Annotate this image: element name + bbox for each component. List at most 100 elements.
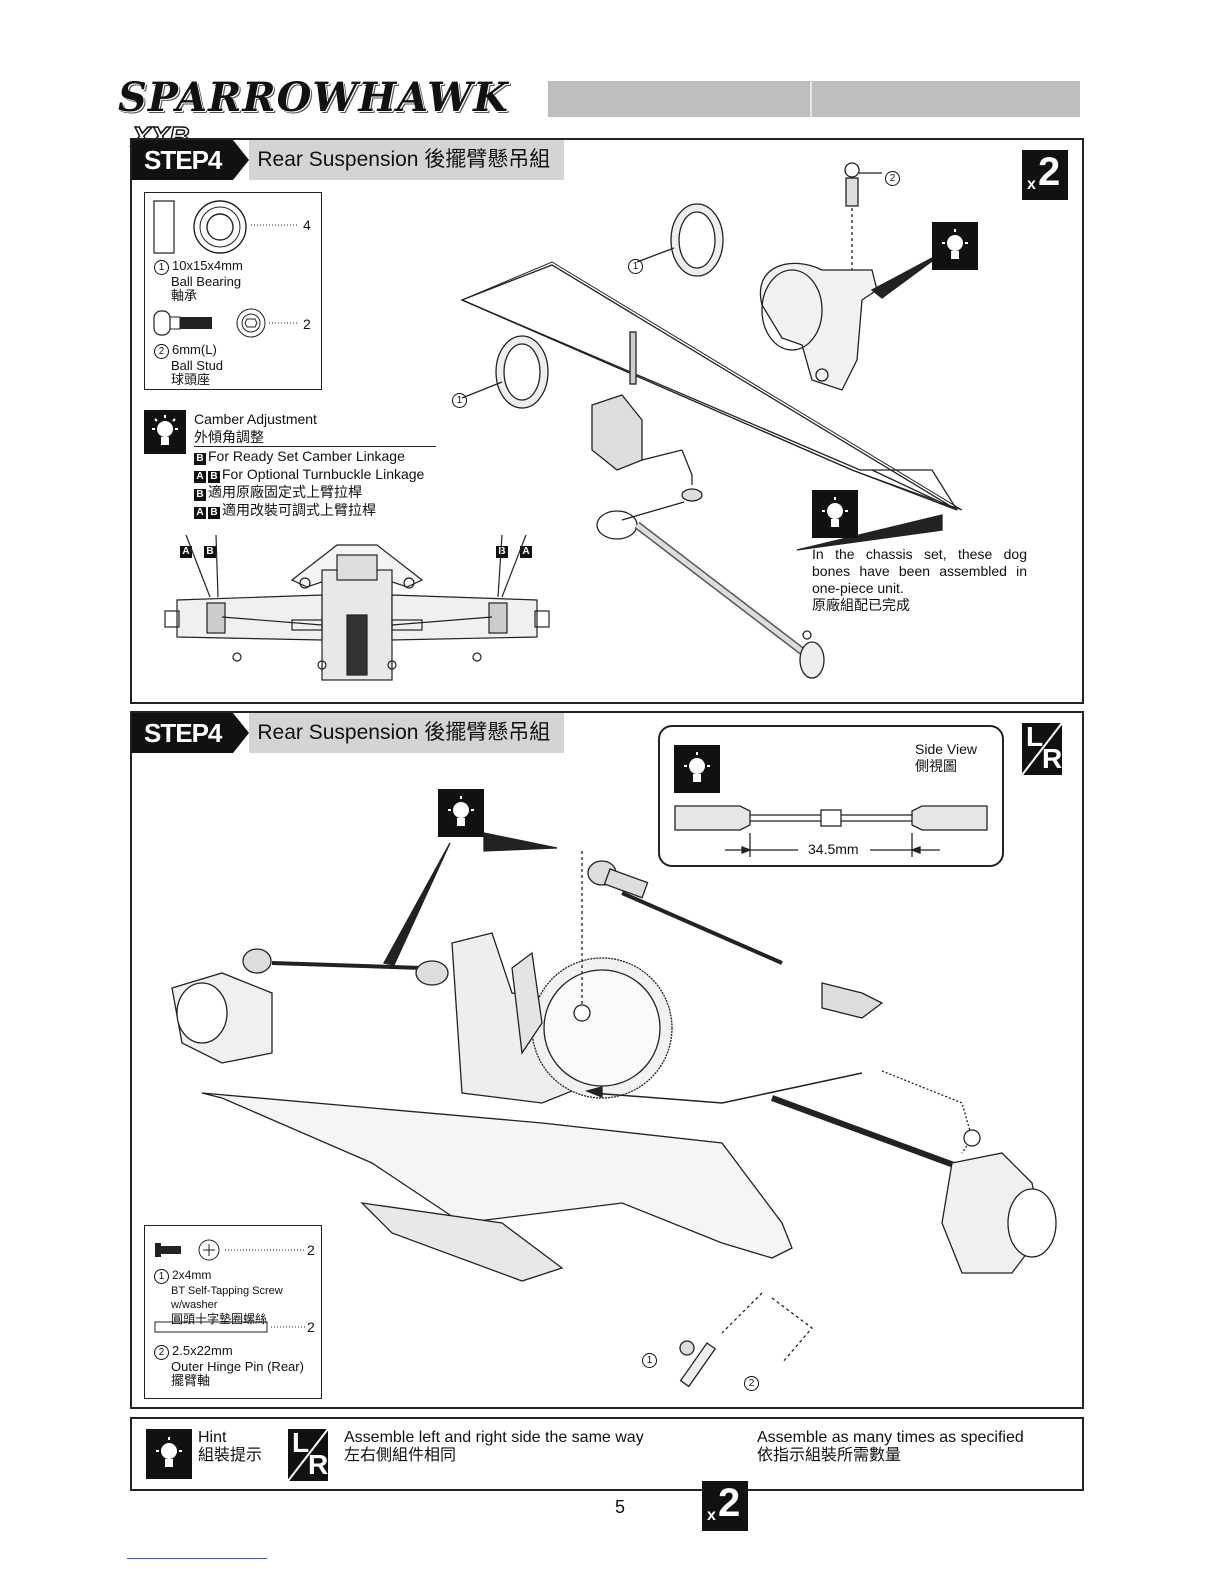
part2-num: 2	[154, 344, 169, 359]
camber-line3: 適用原廠固定式上臂拉桿	[208, 484, 362, 500]
camber-title: Camber Adjustment	[194, 411, 317, 427]
step-heading: STEP4 Rear Suspension 後擺臂懸吊組	[132, 140, 565, 180]
part1-name: Ball Bearing	[171, 274, 242, 289]
side-view-title-cn: 側視圖	[915, 758, 957, 774]
step-arrow	[233, 140, 250, 180]
side-view-label: Side View 側視圖	[915, 741, 977, 775]
tag-b: B	[194, 453, 206, 465]
legend-lr-text: Assemble left and right side the same wa…	[344, 1429, 644, 1446]
hint-icon	[932, 222, 978, 270]
parts-illustration	[154, 1239, 305, 1333]
step-title: Rear Suspension 後擺臂懸吊組	[249, 713, 565, 753]
part2-name: Outer Hinge Pin (Rear)	[171, 1359, 304, 1374]
legend-hint-text: Hint	[198, 1429, 227, 1446]
tag-a: A	[194, 507, 206, 519]
lr-l: L	[1026, 723, 1044, 752]
lr-l: L	[292, 1429, 310, 1458]
header-band	[548, 81, 1080, 117]
side-view-title: Side View	[915, 741, 978, 757]
linkage-side-view	[674, 805, 988, 857]
left-right-badge: L R	[1022, 723, 1062, 775]
camber-line2: For Optional Turnbuckle Linkage	[222, 466, 425, 482]
hint-icon	[146, 1429, 192, 1479]
label-a-left: A	[180, 546, 192, 558]
tag-b: B	[194, 489, 206, 501]
multiplier-x: x	[707, 1507, 716, 1524]
part2-qty: 2	[307, 1319, 315, 1335]
dimension-label: 34.5mm	[808, 841, 859, 857]
callout-ball-stud: 2	[885, 171, 900, 186]
part1-name-cn: 圓頭十字墊圈螺絲	[171, 1312, 268, 1326]
legend-x2: Assemble as many times as specified 依指示組…	[757, 1429, 1024, 1465]
multiplier-count: 2	[718, 1481, 741, 1525]
callout-bearing-lower: 1	[452, 393, 467, 408]
exploded-hub-illustration	[460, 162, 963, 679]
part1-qty: 2	[307, 1242, 315, 1258]
left-right-icon: L R	[288, 1429, 328, 1481]
step-label: STEP4	[132, 140, 234, 180]
part2-name-cn: 球頭座	[171, 372, 211, 387]
label-a-right: A	[520, 546, 532, 558]
step-panel-bottom: STEP4 Rear Suspension 後擺臂懸吊組 L R Side Vi…	[130, 711, 1084, 1409]
part2-size: 2.5x22mm	[172, 1343, 233, 1358]
footer-rule	[127, 1558, 267, 1559]
label-b-right: B	[496, 546, 508, 558]
dogbone-note: In the chassis set, these dog bones have…	[812, 546, 1027, 614]
callout-screw: 1	[642, 1353, 657, 1368]
lr-r: R	[1042, 743, 1062, 774]
part1-name: BT Self-Tapping Screw w/washer	[171, 1285, 283, 1311]
tag-b: B	[208, 507, 220, 519]
parts-illustration	[153, 200, 297, 338]
multiplier-badge: x 2	[1022, 150, 1068, 200]
callout-hinge-pin: 2	[744, 1376, 759, 1391]
part1-name-cn: 軸承	[171, 288, 198, 303]
part2-qty: 2	[303, 316, 311, 332]
logo-main-text: SPARROWHAWK	[118, 74, 509, 121]
hint-icon	[812, 490, 858, 538]
tag-a: A	[194, 471, 206, 483]
part2-num: 2	[154, 1345, 169, 1360]
hint-icon	[674, 745, 720, 793]
page-number: 5	[614, 1497, 625, 1517]
camber-line4: 適用改裝可調式上臂拉桿	[222, 502, 376, 518]
part1-num: 1	[154, 1269, 169, 1284]
multiplier-x: x	[1027, 176, 1036, 193]
hint-icon	[144, 410, 186, 454]
camber-line1: For Ready Set Camber Linkage	[208, 448, 405, 464]
step-label: STEP4	[132, 713, 234, 753]
dogbone-note-text: In the chassis set, these dog bones have…	[812, 546, 1027, 596]
multiplier-count: 2	[1038, 150, 1061, 194]
part2-name: Ball Stud	[171, 358, 224, 373]
rear-assembly-illustration	[164, 534, 550, 681]
side-view-box: Side View 側視圖 34.5mm	[658, 725, 1004, 867]
label-b-left: B	[204, 546, 216, 558]
rear-chassis-illustration	[171, 832, 1057, 1388]
legend-x2-text: Assemble as many times as specified	[757, 1429, 1024, 1446]
camber-title-cn: 外傾角調整	[194, 429, 264, 445]
part1-num: 1	[154, 260, 169, 275]
step-arrow	[233, 713, 250, 753]
part1-size: 10x15x4mm	[172, 258, 243, 273]
step-title: Rear Suspension 後擺臂懸吊組	[249, 140, 565, 180]
legend-bar: Hint 組裝提示 L R Assemble left and right si…	[130, 1417, 1084, 1531]
step-heading: STEP4 Rear Suspension 後擺臂懸吊組	[132, 713, 565, 753]
legend-hint-cn: 組裝提示	[198, 1447, 263, 1464]
lr-r: R	[308, 1449, 328, 1480]
part2-name-cn: 擺臂軸	[171, 1373, 211, 1388]
multiplier-icon: x 2	[702, 1481, 748, 1531]
callout-bearing-top: 1	[628, 259, 643, 274]
legend-lr: Assemble left and right side the same wa…	[344, 1429, 644, 1465]
tag-b: B	[208, 471, 220, 483]
hint-icon	[438, 789, 484, 837]
legend-x2-cn: 依指示組裝所需數量	[757, 1447, 902, 1464]
legend-lr-cn: 左右側組件相同	[344, 1447, 457, 1464]
brand-logo: SPARROWHAWK XXB	[118, 74, 548, 153]
